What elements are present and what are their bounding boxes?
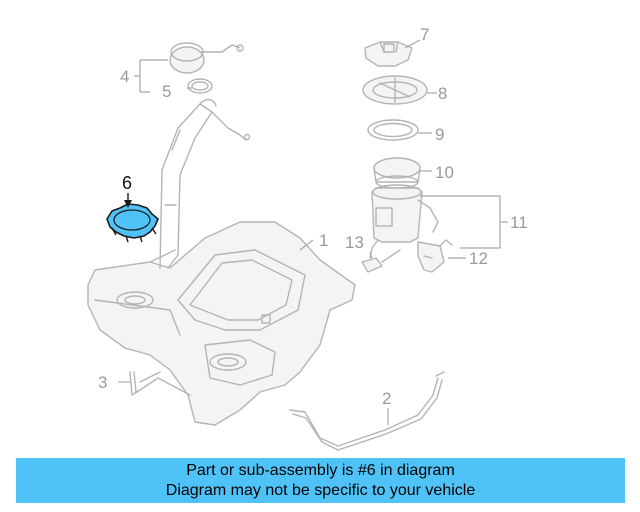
pump-flange[interactable] bbox=[362, 75, 428, 105]
callout-12: 12 bbox=[469, 249, 488, 268]
leader-lines bbox=[118, 39, 508, 425]
callout-11: 11 bbox=[510, 213, 528, 232]
callout-5: 5 bbox=[162, 82, 171, 101]
tank-strap[interactable] bbox=[289, 371, 445, 451]
wiring-connector[interactable] bbox=[361, 249, 401, 273]
seal-ring[interactable] bbox=[367, 119, 419, 141]
banner-line-disclaimer: Diagram may not be specific to your vehi… bbox=[165, 481, 476, 499]
lock-ring-highlighted[interactable] bbox=[106, 203, 159, 243]
fuel-tank[interactable] bbox=[87, 221, 356, 426]
o-ring[interactable] bbox=[187, 78, 213, 94]
pump-module[interactable] bbox=[369, 184, 439, 259]
banner-line-part: Part or sub-assembly is #6 in diagram bbox=[186, 461, 455, 479]
info-banner: Part or sub-assembly is #6 in diagram Di… bbox=[16, 458, 625, 503]
callout-1: 1 bbox=[319, 231, 328, 250]
callout-labels: 1 2 3 4 5 6 7 8 9 10 11 12 13 bbox=[98, 25, 528, 408]
callout-13: 13 bbox=[345, 233, 364, 252]
tank-bracket[interactable] bbox=[129, 371, 191, 396]
callout-8: 8 bbox=[438, 84, 447, 103]
parts-diagram: 1 2 3 4 5 6 7 8 9 10 11 12 13 bbox=[87, 25, 528, 451]
callout-3: 3 bbox=[98, 373, 107, 392]
connector-top[interactable] bbox=[364, 41, 413, 67]
callout-7: 7 bbox=[420, 25, 429, 44]
callout-10: 10 bbox=[435, 163, 454, 182]
filler-neck[interactable] bbox=[159, 99, 251, 269]
callout-6-highlighted: 6 bbox=[122, 173, 132, 193]
pump-top[interactable] bbox=[373, 157, 421, 189]
callout-9: 9 bbox=[435, 125, 444, 144]
filler-cap[interactable] bbox=[169, 42, 244, 74]
callout-2: 2 bbox=[382, 389, 391, 408]
fuel-sender[interactable] bbox=[417, 239, 453, 273]
callout-4: 4 bbox=[120, 67, 129, 86]
